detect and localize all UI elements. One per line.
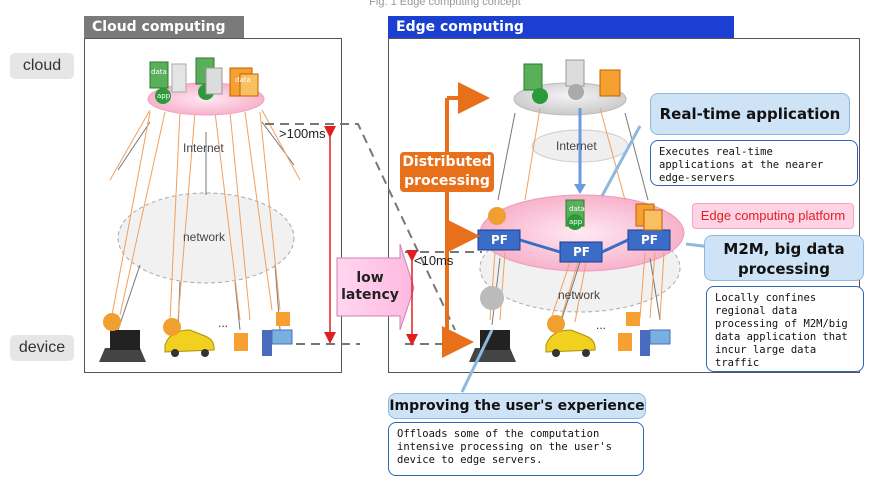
edge-traffic-arrows: [489, 107, 665, 323]
edge-network-label: network: [558, 288, 601, 302]
data-icon: data: [235, 76, 251, 84]
cloud-latency-label: >100ms: [279, 126, 326, 141]
edge-latency-label: <10ms: [414, 253, 454, 268]
data-icon: data: [569, 205, 585, 213]
edge-platform-label: Edge computing platform: [692, 203, 854, 229]
edge-cloud-servers: [523, 59, 621, 104]
realtime-callout-title: Real-time application: [650, 93, 850, 135]
cloud-traffic-arrows: [109, 109, 301, 321]
figure-title: Fig. 1 Edge computing concept: [369, 0, 521, 8]
pf-label: PF: [641, 233, 658, 247]
edge-ellipsis: ...: [596, 318, 607, 332]
experience-callout-body: Offloads some of the computation intensi…: [388, 422, 644, 476]
edge-pf-nodes: [477, 199, 671, 263]
m2m-callout-title: M2M, big data processing: [704, 235, 864, 281]
app-icon: app: [569, 218, 583, 226]
cloud-devices: [99, 312, 293, 362]
distributed-processing-label: Distributed processing: [400, 152, 494, 192]
cloud-network-label: network: [183, 230, 226, 244]
pf-label: PF: [573, 245, 590, 259]
cloud-ellipsis: ...: [218, 316, 229, 330]
low-latency-label: low latency: [341, 270, 399, 303]
cloud-network-area: [117, 192, 295, 284]
pf-label: PF: [491, 233, 508, 247]
distributed-bracket: [442, 82, 490, 358]
cloud-panel-title: Cloud computing: [84, 16, 244, 38]
cloud-latency-path: [265, 123, 456, 345]
m2m-callout-body: Locally confines regional data processin…: [706, 286, 864, 372]
row-label-device: device: [10, 335, 74, 361]
app-icon: app: [157, 92, 171, 100]
edge-internet-label: Internet: [556, 139, 597, 153]
data-icon: data: [151, 68, 167, 76]
row-label-cloud: cloud: [10, 53, 74, 79]
realtime-callout-body: Executes real-time applications at the n…: [650, 140, 858, 186]
experience-callout-title: Improving the user's experience: [388, 393, 646, 419]
cloud-internet-label: Internet: [183, 141, 224, 155]
cloud-servers: [149, 57, 259, 104]
edge-panel-title: Edge computing: [388, 16, 734, 38]
